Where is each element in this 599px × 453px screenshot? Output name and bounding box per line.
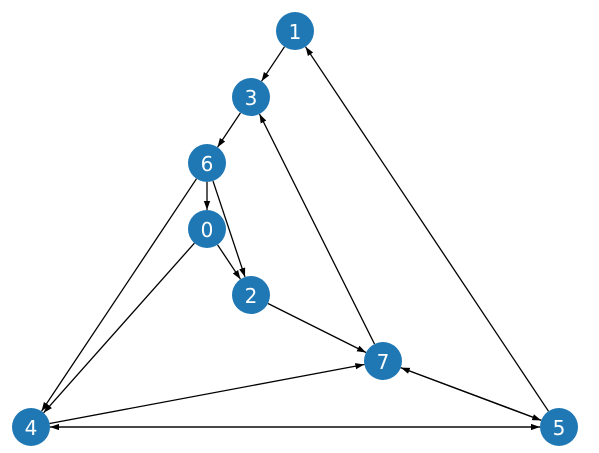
node-circle-1 [276,12,314,50]
node-circle-2 [232,276,270,314]
nodes-layer: 0 1 2 3 4 5 6 7 [12,12,578,446]
node-circle-5 [540,408,578,446]
edge-0-to-4 [43,242,195,414]
node-6: 6 [188,144,226,182]
node-label-5: 5 [553,416,566,440]
node-0: 0 [188,210,226,248]
node-4: 4 [12,408,50,446]
edge-2-to-7 [267,302,367,354]
node-circle-0 [188,210,226,248]
edge-3-to-6 [216,112,242,148]
node-3: 3 [232,78,270,116]
edges-layer [40,46,550,431]
node-circle-3 [232,78,270,116]
node-5: 5 [540,408,578,446]
node-7: 7 [364,342,402,380]
edge-4-to-7 [49,363,365,425]
edge-0-to-2 [216,244,242,280]
edge-5-to-7 [400,367,542,421]
node-label-7: 7 [377,350,390,374]
node-label-6: 6 [201,152,214,176]
node-1: 1 [276,12,314,50]
edge-1-to-3 [260,46,286,82]
node-label-2: 2 [245,284,258,308]
node-circle-7 [364,342,402,380]
node-2: 2 [232,276,270,314]
edge-7-to-3 [258,113,376,345]
node-label-4: 4 [25,416,38,440]
edge-6-to-2 [212,180,246,278]
node-label-3: 3 [245,86,258,110]
edge-5-to-1 [304,46,550,412]
edge-6-to-4 [40,178,198,412]
node-circle-4 [12,408,50,446]
node-label-1: 1 [289,20,302,44]
node-label-0: 0 [201,218,214,242]
node-circle-6 [188,144,226,182]
